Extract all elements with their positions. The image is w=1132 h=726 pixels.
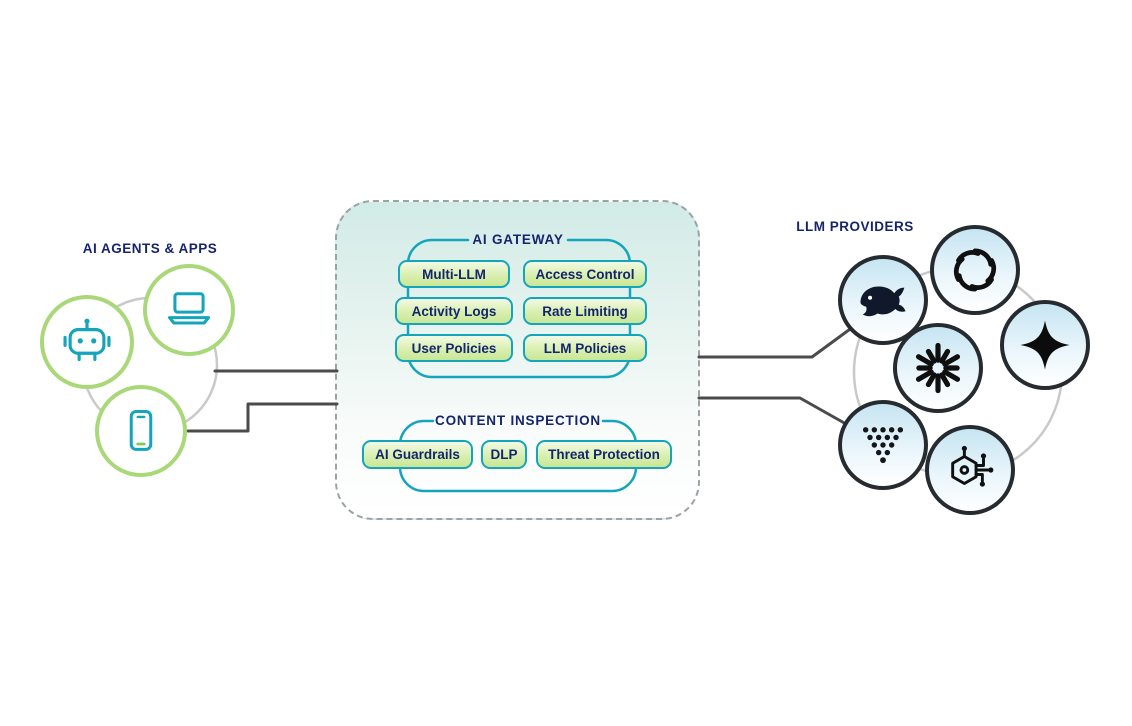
connector-line: [697, 396, 864, 435]
pill-dlp: DLP: [481, 440, 527, 469]
ai-agents-apps-label: AI AGENTS & APPS: [82, 241, 218, 256]
provider-circle-openai: [930, 225, 1020, 315]
robot-icon: [63, 318, 111, 362]
laptop-icon: [167, 292, 211, 325]
circuit-chip-provider-icon: [951, 445, 994, 487]
provider-circle-deepseek: [838, 255, 928, 345]
openai-knot-icon: [953, 248, 997, 292]
pill-llm-policies: LLM Policies: [523, 334, 647, 362]
pill-threat-protection: Threat Protection: [536, 440, 672, 469]
dot-matrix-provider-icon: [862, 427, 904, 464]
pill-activity-logs: Activity Logs: [395, 297, 513, 325]
deepseek-whale-icon: [860, 286, 906, 317]
content-inspection-title: CONTENT INSPECTION: [435, 413, 601, 428]
smartphone-icon: [129, 409, 153, 451]
claude-burst-icon: [915, 342, 961, 394]
provider-circle-gemini: [1000, 300, 1090, 390]
pill-access-control: Access Control: [523, 260, 647, 288]
gemini-star-icon: [1020, 320, 1070, 370]
pill-ai-guardrails: AI Guardrails: [362, 440, 473, 469]
agent-circle-smartphone: [95, 385, 187, 477]
agent-circle-robot: [40, 295, 134, 389]
ai-gateway-title: AI GATEWAY: [472, 232, 564, 247]
llm-providers-label: LLM PROVIDERS: [796, 219, 914, 234]
connector-line: [186, 402, 339, 433]
pill-multi-llm: Multi-LLM: [398, 260, 510, 288]
ai-gateway-box: [335, 200, 700, 520]
provider-circle-dot-matrix: [838, 400, 928, 490]
agent-circle-laptop: [143, 264, 235, 356]
provider-circle-circuit-chip: [925, 425, 1015, 515]
pill-user-policies: User Policies: [395, 334, 513, 362]
pill-rate-limiting: Rate Limiting: [523, 297, 647, 325]
